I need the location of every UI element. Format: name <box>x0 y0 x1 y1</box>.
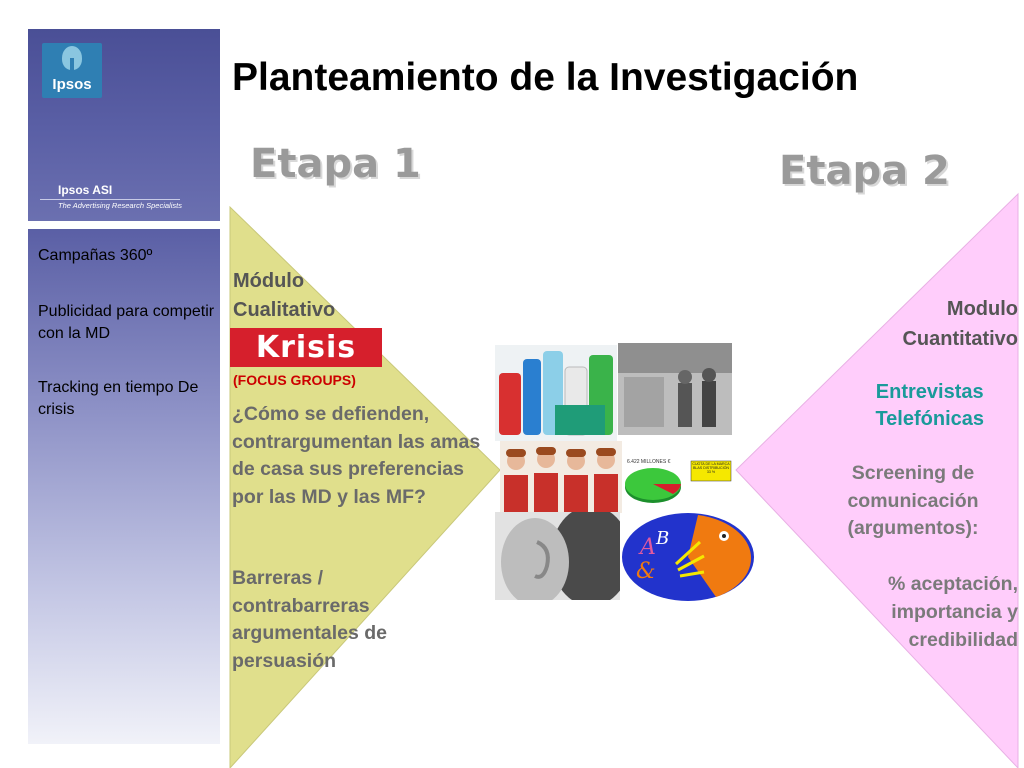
quantitative-module-title: Modulo Cuantitativo <box>902 294 1018 354</box>
housewives-photo <box>500 441 622 513</box>
sidebar-item-campanas: Campañas 360º <box>38 247 153 264</box>
telephone-interviews-line2: Telefónicas <box>875 408 984 430</box>
quantitative-title-line1: Modulo <box>946 298 1018 320</box>
sidebar-menu: Campañas 360º Publicidad para competir c… <box>28 229 220 744</box>
qualitative-title-line2: Cualitativo <box>233 299 336 321</box>
ipsos-logo-text: Ipsos <box>52 76 92 93</box>
logo-divider <box>40 199 180 200</box>
svg-text:B: B <box>655 528 669 549</box>
pie-photo-label: 6.422 MILLONES € <box>627 459 671 465</box>
qualitative-title-line1: Módulo <box>233 270 305 292</box>
ipsos-asi-label: Ipsos ASI <box>58 183 113 197</box>
telephone-interviews: Entrevistas Telefónicas <box>875 379 984 433</box>
krisis-logo-text: Krisis <box>255 330 357 365</box>
svg-text:A: A <box>638 535 656 560</box>
market-share-pie-photo: 6.422 MILLONES € CUOTA DE LA MARCA BLAS … <box>623 457 735 509</box>
cleaning-products-photo <box>495 345 617 441</box>
krisis-logo: Krisis <box>230 328 382 367</box>
qualitative-module-title: Módulo Cualitativo <box>233 267 335 325</box>
stage-2-heading: Etapa 2 <box>779 148 950 194</box>
ipsos-tagline: The Advertising Research Specialists <box>58 201 182 210</box>
metrics-text: % aceptación, importancia y credibilidad <box>887 573 1018 651</box>
abc-communication-graphic: A B & <box>622 513 754 601</box>
telephone-interviews-line1: Entrevistas <box>875 381 984 403</box>
ipsos-logo-mark <box>62 46 82 70</box>
svg-text:&: & <box>636 559 656 584</box>
supermarket-photo <box>618 343 732 435</box>
barriers-text: Barreras / contrabarreras argumentales d… <box>232 567 387 672</box>
logo-panel: Ipsos Ipsos ASI The Advertising Research… <box>28 29 220 221</box>
sidebar-item-tracking: Tracking en tiempo De crisis <box>38 379 199 418</box>
listening-ear-photo <box>495 512 620 600</box>
slide-title: Planteamiento de la Investigación <box>232 56 859 99</box>
screening-text: Screening de comunicación (argumentos): <box>847 462 979 539</box>
ipsos-logo: Ipsos <box>42 43 102 98</box>
focus-groups-label: (FOCUS GROUPS) <box>233 372 356 388</box>
quantitative-title-line2: Cuantitativo <box>902 328 1018 350</box>
pie-photo-box-text: CUOTA DE LA MARCA BLAS DISTRIBUCIÓN 33 % <box>692 462 730 474</box>
right-triangle <box>735 192 1019 768</box>
sidebar-item-publicidad: Publicidad para competir con la MD <box>38 303 215 342</box>
stage-1-heading: Etapa 1 <box>250 141 421 187</box>
research-question: ¿Cómo se defienden, contrargumentan las … <box>232 403 481 508</box>
